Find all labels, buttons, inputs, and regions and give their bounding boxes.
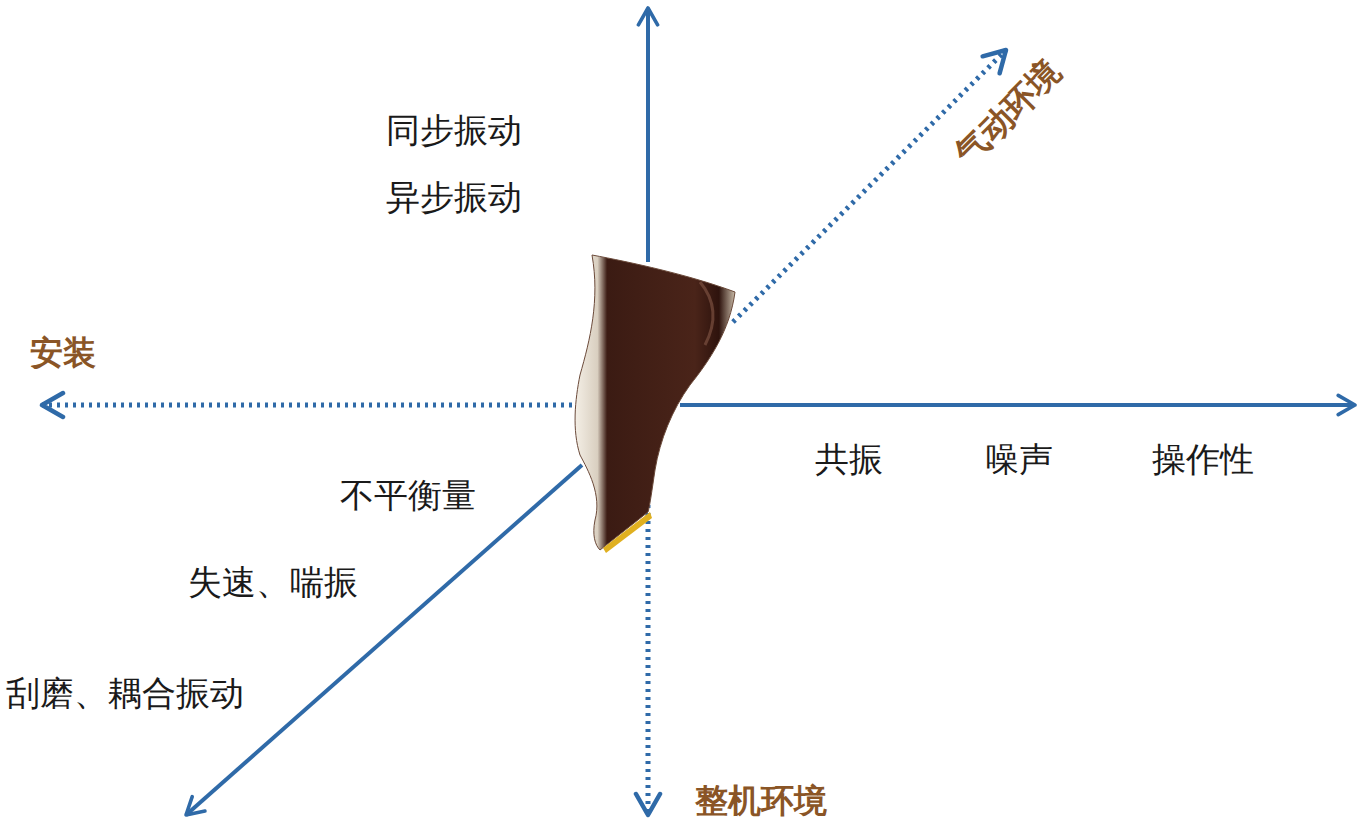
up-axis — [646, 8, 650, 262]
right-axis — [680, 403, 1355, 407]
axis-label: 共振 — [815, 442, 883, 476]
axis-label: 刮磨、耦合振动 — [6, 676, 244, 710]
diagonal-axis — [186, 465, 582, 815]
axis-label: 操作性 — [1152, 442, 1254, 476]
axis-label: 噪声 — [985, 442, 1053, 476]
axis-label: 不平衡量 — [340, 478, 476, 512]
axis-title: 安装 — [30, 336, 96, 369]
axis-title: 整机环境 — [695, 784, 827, 817]
diagonal-axis — [733, 50, 1006, 322]
axis-label: 同步振动 — [386, 113, 522, 147]
blade-root — [603, 512, 652, 553]
left-axis — [42, 403, 572, 408]
axis-title: 气动环境 — [950, 54, 1067, 171]
turbine-blade — [575, 255, 735, 553]
blade-highlight — [700, 282, 713, 345]
blade-body — [575, 255, 735, 550]
axis-label: 失速、喘振 — [188, 565, 358, 599]
axis-label: 异步振动 — [386, 180, 522, 214]
down-axis — [646, 505, 651, 815]
